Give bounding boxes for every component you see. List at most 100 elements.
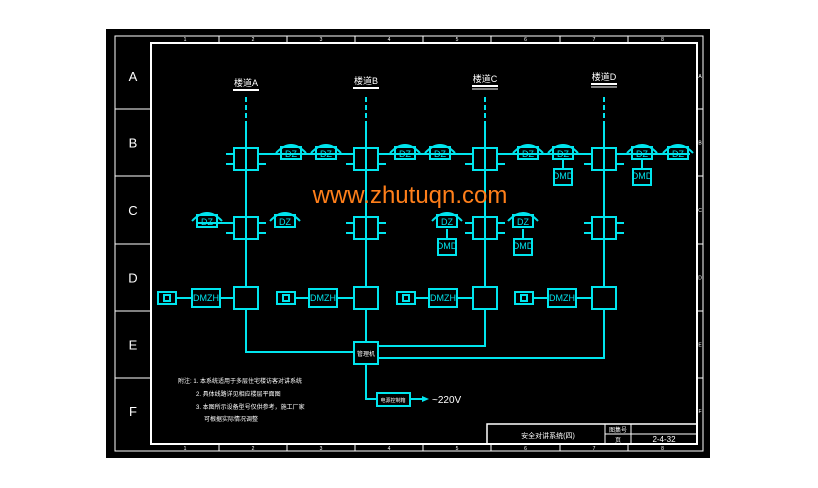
power-line [365,364,377,400]
column-label: 8 [661,37,664,43]
dmd-label: DMD [553,171,574,181]
junction-box [353,216,379,240]
riser-label-a: 楼道A [234,77,258,88]
column-label: 5 [456,446,459,452]
dz-label: DZ [672,149,684,159]
dz-label: DZ [279,217,291,227]
trunk-line [245,309,354,353]
trunk-line [378,309,486,347]
dz-label: DZ [441,217,453,227]
dmzh-label: DMZH [549,293,575,303]
dz-arc [424,144,456,154]
dmd-unit [513,238,533,256]
manager-label: 管理机 [357,350,375,358]
row-label-right: F [698,409,701,415]
trunk-line [378,309,605,359]
dz-arc [662,144,694,154]
row-label-right: D [698,276,702,282]
dz-arc [310,144,342,154]
column-label: 2 [252,446,255,452]
row-label: A [129,69,138,84]
dz-unit [394,146,416,160]
supply-label: ~220V [432,395,462,406]
column-label: 7 [593,446,596,452]
junction-box [353,147,379,171]
power-control-box [376,392,411,407]
row-label-right: A [698,74,702,80]
junction-box [233,147,259,171]
arrow-icon [422,396,429,402]
riser-label-b: 楼道B [354,75,378,86]
dz-unit [512,214,534,228]
dz-unit [280,146,302,160]
row-label-right: B [698,141,702,147]
dz-arc [507,212,539,222]
column-label: 4 [388,446,391,452]
dmzh-label: DMZH [193,293,219,303]
column-label: 5 [456,37,459,43]
row-label: D [128,271,137,286]
dz-label: DZ [557,149,569,159]
drawing-title: 安全对讲系统(四) [521,431,575,440]
camera-lens [520,294,528,302]
dz-label: DZ [285,149,297,159]
dz-unit [667,146,689,160]
dz-arc [269,212,301,222]
junction-box [233,216,259,240]
column-label: 7 [593,37,596,43]
dz-arc [275,144,307,154]
riser-label-c: 楼道C [473,73,498,84]
row-label: E [129,338,138,353]
row-label: C [128,203,137,218]
dmd-unit [437,238,457,256]
riser-label-d: 楼道D [592,71,617,82]
camera-lens [282,294,290,302]
note-4: 可根据实际情况调整 [204,415,258,423]
dmd-unit [553,168,573,186]
dz-arc [431,212,463,222]
dz-arc [191,212,223,222]
dz-arc [389,144,421,154]
dmd-label: DMD [632,171,653,181]
dz-label: DZ [201,217,213,227]
row-label: F [129,404,137,419]
dz-label: DZ [636,149,648,159]
atlas-label: 图集号 [609,426,627,434]
power-box-label: 电源控制箱 [380,397,405,404]
dz-unit [274,214,296,228]
dz-unit [436,214,458,228]
junction-box [591,216,617,240]
dmd-label: DMD [437,241,458,251]
column-label: 1 [184,37,187,43]
column-label: 4 [388,37,391,43]
dz-label: DZ [522,149,534,159]
dz-arc [626,144,658,154]
dmzh-label: DMZH [430,293,456,303]
junction-box [472,147,498,171]
dz-unit [429,146,451,160]
dz-unit [517,146,539,160]
junction-box [472,216,498,240]
dmd-label: DMD [513,241,534,251]
dz-label: DZ [434,149,446,159]
dmd-unit [632,168,652,186]
page-number: 2-4-32 [652,435,676,444]
column-label: 6 [524,446,527,452]
title-block: 安全对讲系统(四) 图集号 页 2-4-32 [486,423,698,445]
column-label: 8 [661,446,664,452]
column-label: 3 [320,446,323,452]
note-3: 3. 本图所示设备型号仅供参考，施工厂家 [196,403,305,411]
camera-lens [402,294,410,302]
note-1: 附注: 1. 本系统适用于多层住宅楼访客对讲系统 [178,377,302,385]
dz-unit [315,146,337,160]
note-2: 2. 具体线路详见相应楼层平面图 [196,390,281,398]
watermark: www.zhutuqn.com [312,182,508,209]
column-label: 6 [524,37,527,43]
dz-arc [547,144,579,154]
dz-label: DZ [320,149,332,159]
dz-label: DZ [399,149,411,159]
column-label: 1 [184,446,187,452]
row-label-right: C [698,208,702,214]
